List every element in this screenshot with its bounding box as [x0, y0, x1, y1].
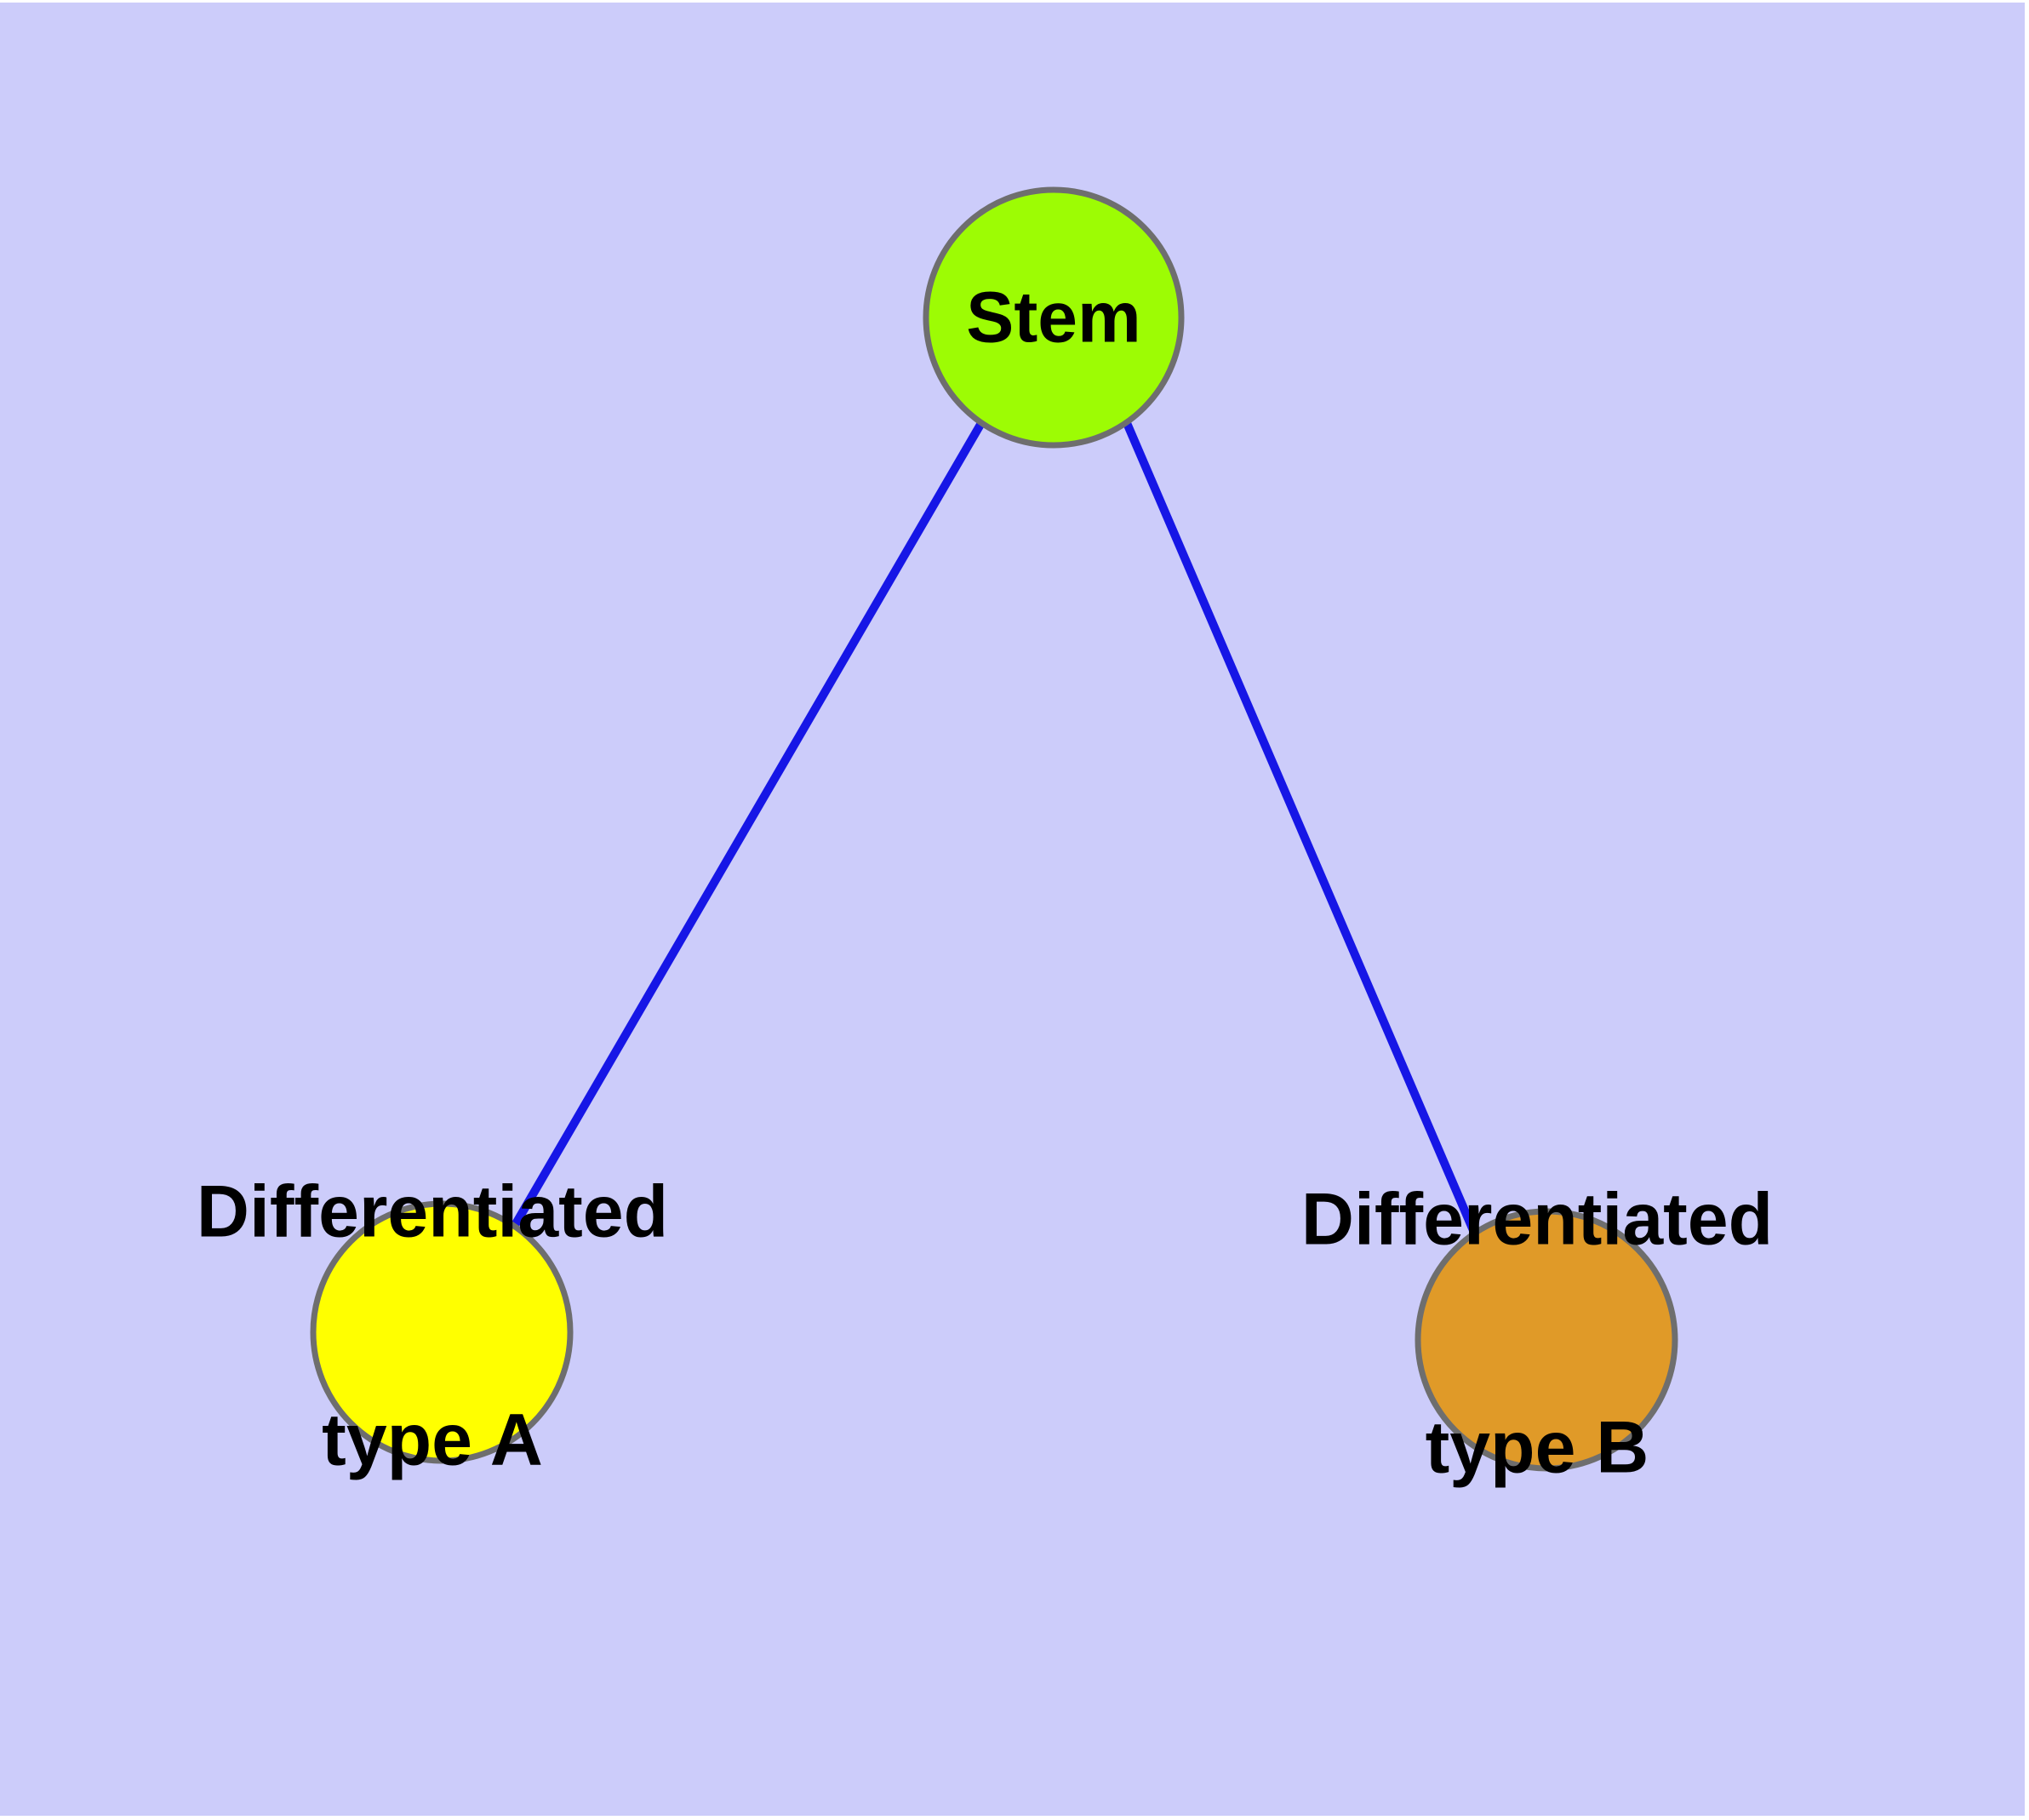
node-stem[interactable] — [923, 186, 1185, 449]
edge-stem-to-differentiated-type-a[interactable] — [510, 421, 986, 1229]
node-differentiated-type-a[interactable] — [310, 1200, 574, 1464]
edge-stem-to-differentiated-type-b[interactable] — [1123, 421, 1479, 1236]
edge-group — [510, 421, 1479, 1236]
node-group — [310, 186, 1678, 1472]
node-differentiated-type-b[interactable] — [1415, 1208, 1678, 1472]
